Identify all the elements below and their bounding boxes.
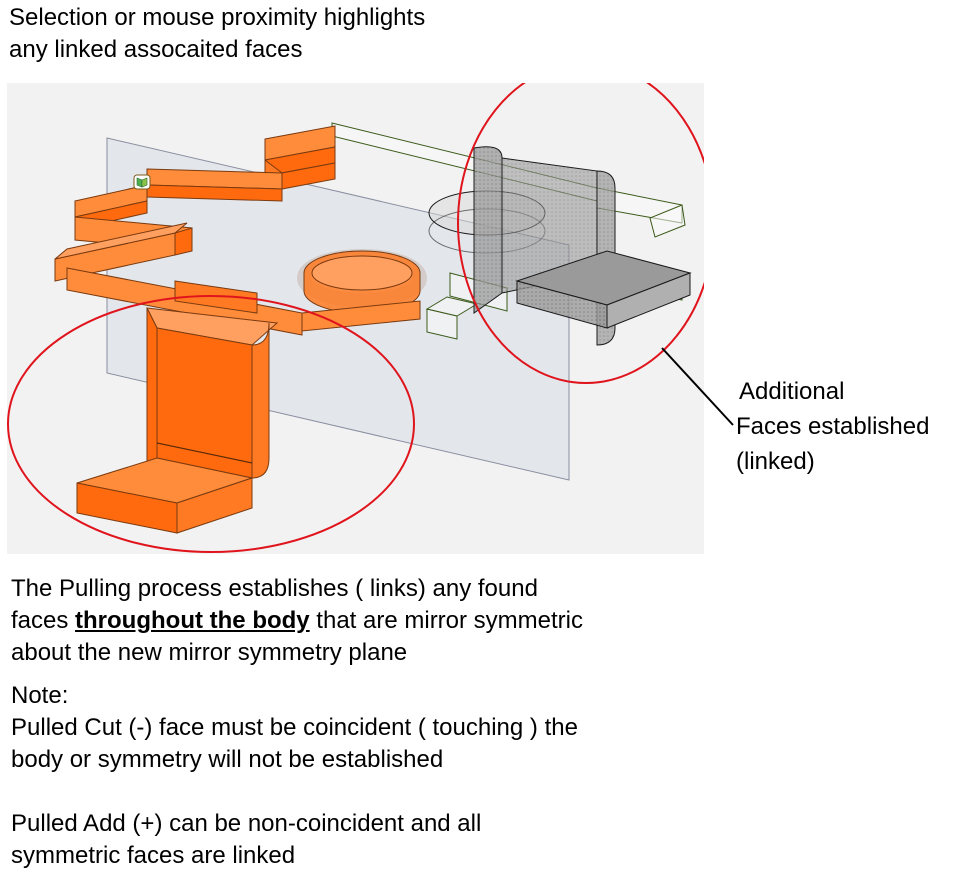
top-caption-line-1: Selection or mouse proximity highlights (9, 4, 426, 31)
note-spacer (11, 776, 578, 808)
description-line-2: faces throughout the body that are mirro… (11, 605, 583, 637)
description-line-2-start: faces (11, 607, 76, 634)
selection-highlight-ellipse (7, 295, 415, 553)
top-caption-line-2: any linked assocaited faces (9, 36, 303, 63)
description-paragraph: The Pulling process establishes ( links)… (11, 573, 583, 669)
face-cursor-icon (133, 174, 151, 190)
selected-faces (54, 125, 427, 534)
callout-line-2: Faces established (736, 413, 930, 440)
note-line-1: Pulled Cut (-) face must be coincident (… (11, 714, 578, 741)
note-title: Note: (11, 682, 69, 709)
description-line-2-end: that are mirror symmetric (309, 607, 584, 634)
description-line-1: The Pulling process establishes ( links)… (11, 575, 538, 602)
note-block: Note: Pulled Cut (-) face must be coinci… (11, 680, 578, 872)
model-render (7, 62, 715, 553)
note-line-4: symmetric faces are linked (11, 842, 296, 869)
description-line-3: about the new mirror symmetry plane (11, 639, 408, 666)
emphasis-throughout-body: throughout the body (75, 607, 310, 634)
top-caption: Selection or mouse proximity highlights … (9, 2, 425, 66)
callout-line-1: Additional (739, 378, 845, 405)
model-viewport[interactable] (7, 62, 715, 554)
note-line-3: Pulled Add (+) can be non-coincident and… (11, 810, 482, 837)
additional-faces-callout: Additional Faces established (linked) (736, 374, 929, 479)
callout-line-3: (linked) (736, 448, 815, 475)
note-line-2: body or symmetry will not be established (11, 746, 444, 773)
